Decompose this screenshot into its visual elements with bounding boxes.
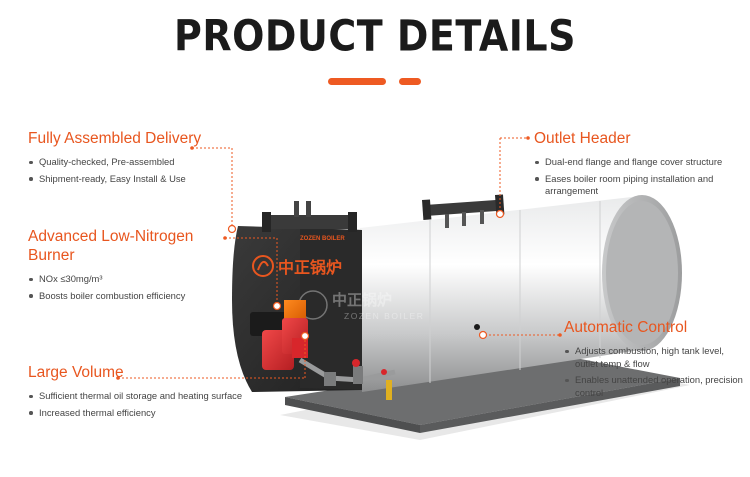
feature-title: Automatic Control [564,319,688,336]
feature-bullet: Increased thermal efficiency [28,407,308,420]
feature-bullet: Shipment-ready, Easy Install & Use [28,173,308,186]
feature-assembled-delivery: Fully Assembled Delivery Quality-checked… [28,129,308,189]
feature-bullet: Sufficient thermal oil storage and heati… [28,390,308,403]
feature-large-volume: Large Volume Sufficient thermal oil stor… [28,363,308,423]
feature-bullet: Eases boiler room piping installation an… [534,173,739,198]
feature-bullet: Enables unattended operation, precision … [564,374,744,399]
boiler-brand-cn: 中正锅炉 [278,258,342,277]
feature-low-nitrogen-burner: Advanced Low-Nitrogen Burner NOx ≤30mg/m… [28,227,308,306]
boiler-brand-en: ZOZEN BOILER [300,236,345,242]
watermark-en: ZOZEN BOILER [344,311,424,321]
title-underline-long [328,78,386,85]
watermark-cn: 中正锅炉 [332,291,392,309]
feature-bullet: Dual-end flange and flange cover structu… [534,156,739,169]
feature-automatic-control: Automatic Control Adjusts combustion, hi… [564,318,744,403]
feature-title: Outlet Header [534,130,631,147]
feature-bullet: Boosts boiler combustion efficiency [28,290,308,303]
feature-title: Advanced Low-Nitrogen Burner [28,228,194,264]
feature-bullet: Quality-checked, Pre-assembled [28,156,308,169]
feature-title: Fully Assembled Delivery [28,130,202,147]
feature-title: Large Volume [28,364,124,381]
feature-bullet: NOx ≤30mg/m³ [28,273,308,286]
feature-outlet-header: Outlet Header Dual-end flange and flange… [534,129,739,202]
feature-bullet: Adjusts combustion, high tank level, out… [564,345,744,370]
page-title: PRODUCT DETAILS [174,11,576,61]
title-underline-short [399,78,421,85]
